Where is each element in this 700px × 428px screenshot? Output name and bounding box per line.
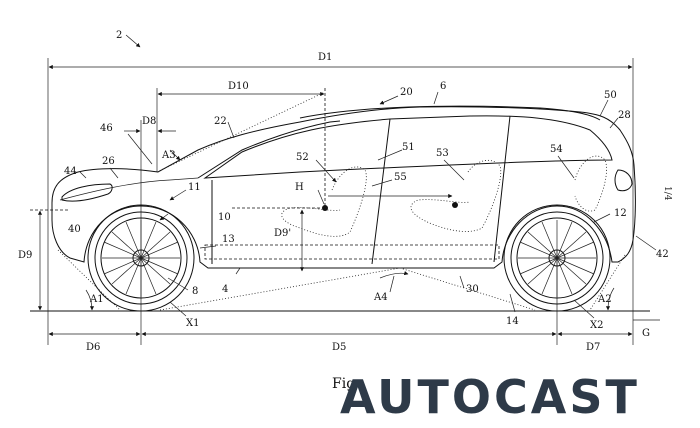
angle-a1 (85, 289, 95, 311)
b-pillar (371, 118, 391, 265)
label-a1: A1 (89, 294, 104, 305)
label-42: 42 (656, 249, 669, 260)
label-g: G (642, 328, 650, 339)
figure-caption: Fig (332, 376, 356, 392)
label-51: 51 (402, 142, 415, 153)
rear-wheel (503, 204, 611, 312)
label-30: 30 (466, 284, 479, 295)
label-a2: A2 (597, 294, 612, 305)
label-54: 54 (550, 144, 563, 155)
label-10: 10 (218, 212, 231, 223)
label-d5: D5 (332, 342, 346, 353)
label-44: 44 (64, 166, 77, 177)
label-50: 50 (604, 90, 617, 101)
label-52: 52 (296, 152, 309, 163)
angle-a2 (605, 287, 615, 311)
label-a3: A3 (161, 150, 176, 161)
windshield (197, 120, 341, 179)
sheet-number: 1/4 (662, 186, 672, 201)
label-13: 13 (222, 234, 235, 245)
passenger-hip-point (452, 202, 458, 208)
label-46: 46 (100, 123, 113, 134)
label-d1: D1 (318, 52, 332, 63)
label-d6: D6 (86, 342, 100, 353)
leader-lines (79, 34, 657, 319)
label-12: 12 (614, 208, 627, 219)
label-a4: A4 (373, 292, 388, 303)
departure-line (589, 254, 626, 311)
label-4: 4 (222, 284, 228, 295)
battery-floor (204, 244, 500, 260)
label-22: 22 (214, 116, 227, 127)
label-fig-ref: 2 (116, 30, 122, 41)
label-14: 14 (506, 316, 519, 327)
driver-hip-point (322, 205, 328, 211)
roof-line (299, 105, 601, 121)
label-28: 28 (618, 110, 631, 121)
label-d8: D8 (142, 116, 156, 127)
label-d7: D7 (586, 342, 600, 353)
label-40: 40 (68, 224, 81, 235)
label-26: 26 (102, 156, 115, 167)
greenhouse (203, 115, 613, 179)
angle-a4 (379, 271, 409, 279)
label-x1: X1 (186, 318, 199, 329)
rear-cargo (574, 155, 607, 212)
rear-light (614, 169, 633, 192)
label-d9: D9 (18, 250, 32, 261)
label-55: 55 (394, 172, 407, 183)
roof-ref (156, 91, 326, 173)
label-d10: D10 (228, 81, 249, 92)
label-6: 6 (440, 81, 446, 92)
c-pillar (493, 115, 511, 263)
label-h: H (295, 182, 304, 193)
autocast-logo: AUTOCAST (340, 370, 640, 424)
hood-line (59, 177, 199, 201)
label-d9p: D9' (274, 228, 291, 239)
front-seat (281, 166, 367, 237)
headlight (61, 183, 113, 202)
label-11: 11 (188, 182, 201, 193)
label-8: 8 (192, 286, 198, 297)
label-53: 53 (436, 148, 449, 159)
label-20: 20 (400, 87, 413, 98)
label-x2: X2 (590, 320, 603, 331)
front-wheel (87, 204, 195, 312)
